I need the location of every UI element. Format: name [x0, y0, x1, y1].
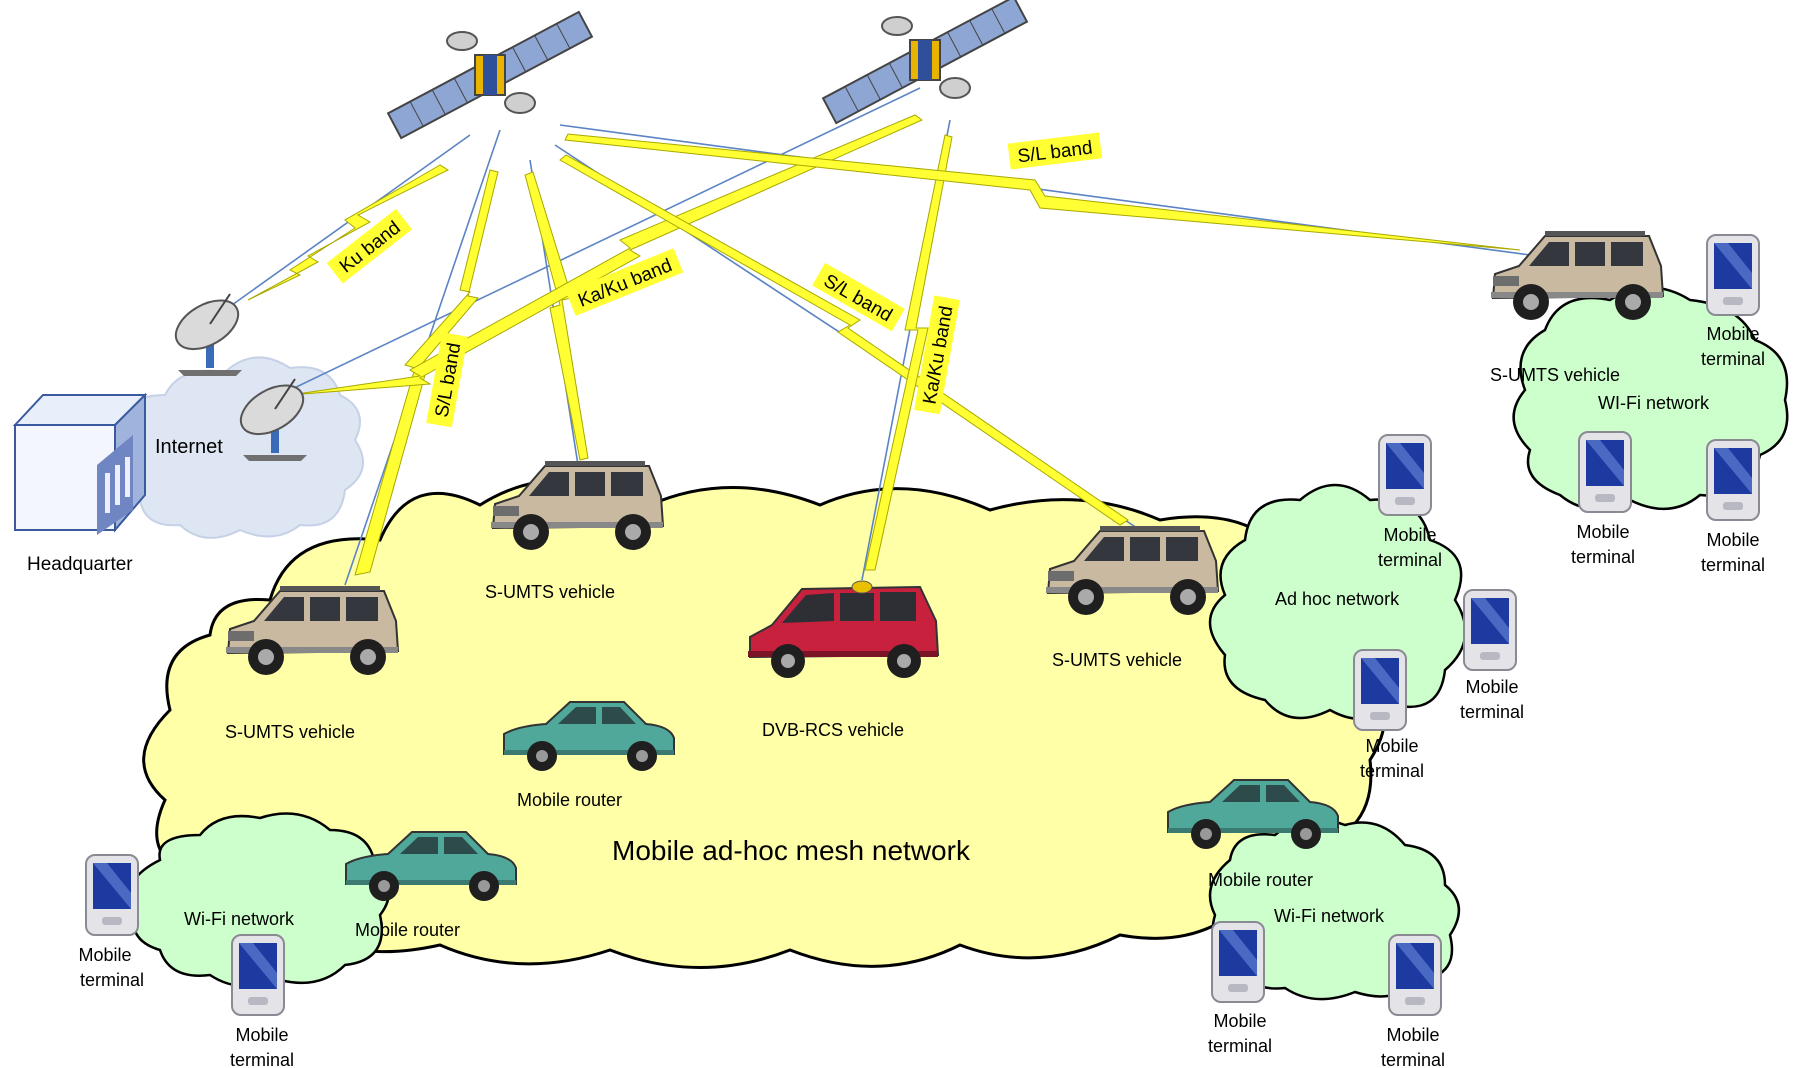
- svg-text:terminal: terminal: [1378, 550, 1442, 570]
- svg-text:terminal: terminal: [1360, 761, 1424, 781]
- internet-cloud: [107, 356, 364, 539]
- internet-label: Internet: [155, 436, 223, 458]
- mobile-router-label: Mobile router: [1208, 870, 1313, 890]
- band-label-sl-3: S/L band: [1007, 132, 1103, 170]
- vehicle-label: S-UMTS vehicle: [485, 582, 615, 602]
- minivan-icon: [747, 580, 939, 679]
- terminal-label: Mobile terminal: [78, 945, 144, 990]
- svg-text:Mobile: Mobile: [78, 945, 131, 965]
- wifi-network-cloud-left: [129, 812, 390, 988]
- svg-text:Mobile: Mobile: [1213, 1011, 1266, 1031]
- pda-icon: [1378, 434, 1432, 516]
- vehicle-label: S-UMTS vehicle: [1052, 650, 1182, 670]
- svg-text:terminal: terminal: [1701, 349, 1765, 369]
- mobile-router-label: Mobile router: [517, 790, 622, 810]
- mobile-router-label: Mobile router: [355, 920, 460, 940]
- svg-text:Mobile: Mobile: [1706, 324, 1759, 344]
- svg-text:terminal: terminal: [1381, 1050, 1445, 1068]
- terminal-label: Mobile terminal: [1460, 677, 1524, 722]
- terminal-label: Mobile terminal: [230, 1025, 294, 1068]
- svg-text:terminal: terminal: [1571, 547, 1635, 567]
- satellite-icon: [387, 10, 593, 140]
- building-icon: [12, 392, 148, 535]
- svg-text:Mobile: Mobile: [1465, 677, 1518, 697]
- terminal-label: Mobile terminal: [1701, 324, 1765, 369]
- terminal-label: Mobile terminal: [1208, 1011, 1272, 1056]
- svg-text:Ku band: Ku band: [336, 217, 405, 277]
- pda-icon: [85, 854, 139, 936]
- terminal-label: Mobile terminal: [1360, 736, 1424, 781]
- wifi-network-label: Wi-Fi network: [1274, 906, 1385, 926]
- pda-icon: [231, 934, 285, 1016]
- svg-text:Mobile: Mobile: [1576, 522, 1629, 542]
- satellite-icon: [822, 0, 1028, 125]
- pda-icon: [1388, 934, 1442, 1016]
- svg-text:terminal: terminal: [1701, 555, 1765, 575]
- svg-text:terminal: terminal: [80, 970, 144, 990]
- terminal-label: Mobile terminal: [1381, 1025, 1445, 1068]
- svg-text:Mobile: Mobile: [1383, 525, 1436, 545]
- svg-text:terminal: terminal: [1460, 702, 1524, 722]
- svg-text:terminal: terminal: [1208, 1036, 1272, 1056]
- terminal-label: Mobile terminal: [1378, 525, 1442, 570]
- vehicle-label: S-UMTS vehicle: [225, 722, 355, 742]
- band-label-ku: Ku band: [326, 208, 413, 284]
- wifi-network-label: WI-Fi network: [1598, 393, 1710, 413]
- terminal-label: Mobile terminal: [1571, 522, 1635, 567]
- pda-icon: [1353, 649, 1407, 731]
- svg-text:Mobile: Mobile: [1386, 1025, 1439, 1045]
- adhoc-network-label: Ad hoc network: [1275, 589, 1400, 609]
- svg-text:Mobile: Mobile: [1706, 530, 1759, 550]
- pda-icon: [1463, 589, 1517, 671]
- svg-text:Mobile: Mobile: [1365, 736, 1418, 756]
- pda-icon: [1578, 431, 1632, 513]
- pda-icon: [1211, 921, 1265, 1003]
- headquarter-label: Headquarter: [27, 554, 133, 575]
- wifi-network-label: Wi-Fi network: [184, 909, 295, 929]
- vehicle-label: S-UMTS vehicle: [1490, 365, 1620, 385]
- svg-text:Mobile: Mobile: [235, 1025, 288, 1045]
- vehicle-label: DVB-RCS vehicle: [762, 720, 904, 740]
- terminal-label: Mobile terminal: [1701, 530, 1765, 575]
- pda-icon: [1706, 234, 1760, 316]
- pda-icon: [1706, 439, 1760, 521]
- mesh-network-label: Mobile ad-hoc mesh network: [612, 835, 971, 866]
- svg-text:terminal: terminal: [230, 1050, 294, 1068]
- lightning-bolt-icon: [247, 114, 1521, 576]
